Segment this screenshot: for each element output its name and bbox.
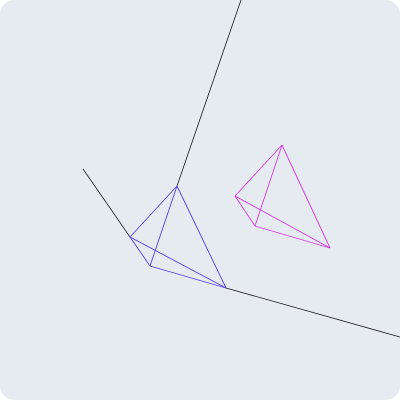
- blue-edge: [129, 236, 151, 267]
- blue-tetrahedron: [129, 185, 227, 289]
- magenta-edge: [254, 144, 283, 227]
- axis-line-left: [82, 168, 131, 238]
- magenta-edge: [234, 195, 331, 249]
- blue-edge: [149, 185, 178, 267]
- blue-edge: [129, 185, 178, 238]
- magenta-edge: [254, 225, 331, 249]
- blue-edge: [149, 265, 227, 289]
- blue-edge: [129, 236, 227, 289]
- magenta-tetrahedron: [234, 144, 331, 249]
- axis-line-up: [176, 0, 242, 187]
- axis-line-right: [225, 287, 400, 338]
- magenta-edge: [281, 144, 331, 249]
- magenta-edge: [234, 195, 256, 227]
- magenta-edge: [234, 144, 283, 197]
- blue-edge: [176, 185, 227, 289]
- axes: [82, 0, 400, 338]
